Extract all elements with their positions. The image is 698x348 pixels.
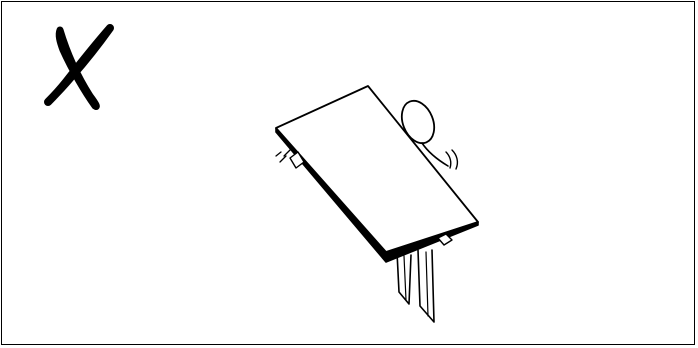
cross-icon <box>48 28 110 107</box>
person-carrying-panel-alone-icon <box>276 86 478 322</box>
